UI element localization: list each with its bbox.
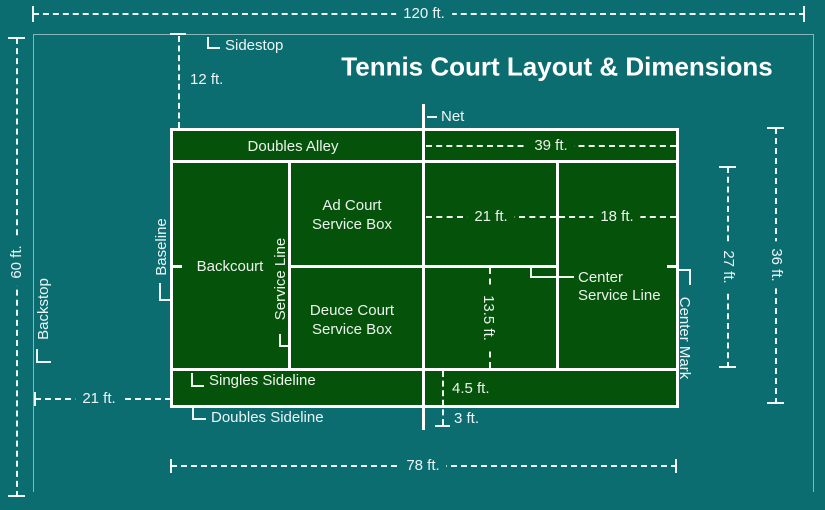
singles-sideline-bracket [191, 373, 204, 387]
net-connector [427, 116, 437, 118]
dim-tick [34, 392, 36, 406]
deuce-court-line2: Service Box [311, 321, 393, 338]
dim-label-court-length: 78 ft. [399, 457, 447, 475]
dim-label-net-to-service: 21 ft. [467, 208, 515, 226]
deuce-court-label: Deuce Court Service Box [310, 301, 394, 339]
service-line-bracket [279, 334, 291, 347]
ad-court-line1: Ad Court [322, 197, 382, 214]
doubles-sideline-bracket [192, 407, 206, 420]
center-mark-label: Center Mark [676, 296, 693, 380]
backstop-label: Backstop [35, 278, 52, 340]
dim-line-12ft [178, 36, 180, 128]
sidestop-label: Sidestop [225, 37, 284, 54]
dim-line-4-5ft-3ft [442, 371, 444, 425]
dim-tick [719, 166, 736, 168]
dim-tick [719, 366, 736, 368]
dim-tick [8, 37, 25, 39]
dim-tick [170, 33, 186, 35]
dim-label-half-singles: 13.5 ft. [479, 288, 497, 348]
dim-label-doubles-width: 36 ft. [767, 241, 785, 289]
dim-label-sidestop-offset: 12 ft. [190, 71, 224, 88]
dim-tick [8, 495, 25, 497]
dim-tick [767, 127, 784, 129]
dim-tick [767, 402, 784, 404]
dim-tick [32, 6, 34, 22]
center-service-line-bracket [530, 267, 574, 278]
dim-label-net-overhang: 3 ft. [454, 410, 480, 427]
dim-label-service-to-baseline: 18 ft. [593, 208, 641, 226]
center-service-line-label-line2: Service Line [578, 287, 661, 304]
ad-court-label: Ad Court Service Box [312, 196, 392, 234]
deuce-court-line1: Deuce Court [309, 302, 395, 319]
center-service-line-label: Center Service Line [578, 269, 661, 305]
dim-label-alley-width: 4.5 ft. [452, 380, 490, 397]
ad-court-line2: Service Box [311, 216, 393, 233]
playing-area-boundary [33, 34, 814, 492]
center-mark-tick-left [173, 265, 182, 268]
doubles-alley-label: Doubles Alley [247, 138, 339, 155]
baseline-bracket [159, 283, 173, 301]
net-label: Net [441, 108, 465, 125]
dim-tick [170, 459, 172, 473]
dim-tick [675, 459, 677, 473]
baseline-label: Baseline [153, 218, 170, 276]
dim-label-backstop-offset: 21 ft. [75, 390, 123, 408]
center-mark-bracket [677, 269, 691, 285]
dim-tick [803, 6, 805, 22]
service-line-label: Service Line [272, 237, 289, 321]
dim-label-total-length: 120 ft. [396, 5, 452, 23]
dim-label-total-width: 60 ft. [8, 238, 26, 286]
center-mark-tick-right [667, 265, 676, 268]
center-service-line-label-line1: Center [578, 269, 624, 286]
dim-tick [435, 425, 450, 427]
singles-sideline-label: Singles Sideline [209, 372, 316, 389]
backcourt-label: Backcourt [196, 258, 264, 275]
page-title: Tennis Court Layout & Dimensions [341, 51, 773, 82]
net-line [422, 104, 425, 430]
dim-label-singles-width: 27 ft. [719, 243, 737, 291]
dim-label-half-court: 39 ft. [527, 137, 575, 155]
doubles-sideline-label: Doubles Sideline [211, 409, 324, 426]
backstop-bracket [36, 349, 51, 363]
sidestop-bracket [207, 37, 220, 49]
